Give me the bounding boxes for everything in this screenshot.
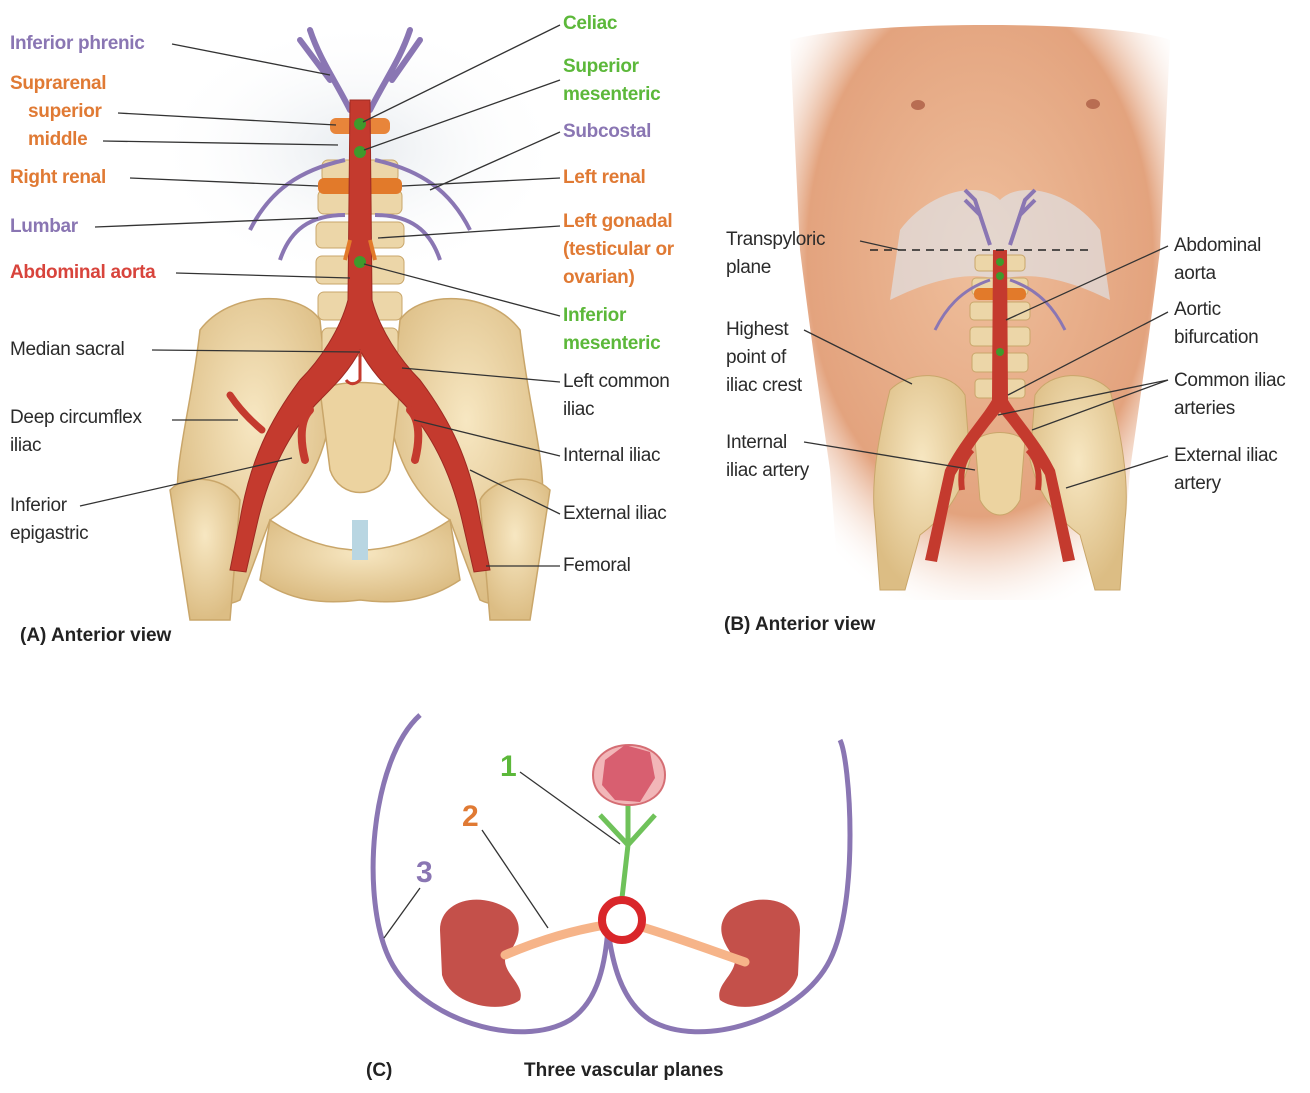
panel-b-illustration	[790, 25, 1170, 600]
sacrum-b	[975, 433, 1025, 516]
label-left-gonadal-2: (testicular or	[563, 238, 674, 262]
panel-a-illustration	[80, 25, 560, 620]
sma-b	[996, 272, 1004, 280]
panel-c-illustration	[373, 715, 850, 1032]
label-internal-iliac: Internal iliac	[563, 444, 660, 468]
label-left-gonadal-3: ovarian)	[563, 266, 635, 290]
label-superior-mesenteric-2: mesenteric	[563, 83, 660, 107]
label-left-gonadal-1: Left gonadal	[563, 210, 672, 234]
label-abdominal-aorta-b-1: Abdominal	[1174, 234, 1261, 258]
label-inferior-mesenteric-1: Inferior	[563, 304, 626, 328]
label-external-iliac-artery-2: artery	[1174, 472, 1221, 496]
label-transpyloric-1: Transpyloric	[726, 228, 825, 252]
label-left-common-iliac-2: iliac	[563, 398, 594, 422]
plane-number-3: 3	[416, 856, 433, 890]
label-transpyloric-2: plane	[726, 256, 771, 280]
caption-panel-a: (A) Anterior view	[20, 625, 171, 647]
label-internal-iliac-artery-1: Internal	[726, 431, 787, 455]
plane-number-2: 2	[462, 800, 479, 834]
label-subcostal: Subcostal	[563, 120, 651, 144]
label-suprarenal-middle: middle	[28, 128, 87, 152]
label-suprarenal: Suprarenal	[10, 72, 106, 96]
label-suprarenal-superior: superior	[28, 100, 102, 124]
plane-number-1: 1	[500, 750, 517, 784]
label-abdominal-aorta-b-2: aorta	[1174, 262, 1216, 286]
label-highest-2: point of	[726, 346, 786, 370]
label-abdominal-aorta: Abdominal aorta	[10, 261, 155, 285]
label-left-renal: Left renal	[563, 166, 646, 190]
mesentery-green	[600, 800, 655, 898]
label-internal-iliac-artery-2: iliac artery	[726, 459, 809, 483]
celiac-b	[996, 258, 1004, 266]
label-lumbar: Lumbar	[10, 215, 78, 239]
label-highest-1: Highest	[726, 318, 788, 342]
superior-mesenteric-artery	[354, 146, 366, 158]
label-deep-circumflex-2: iliac	[10, 434, 41, 458]
label-deep-circumflex-1: Deep circumflex	[10, 406, 142, 430]
label-celiac: Celiac	[563, 12, 617, 36]
label-inferior-phrenic: Inferior phrenic	[10, 32, 145, 56]
label-left-common-iliac-1: Left common	[563, 370, 670, 394]
label-aortic-bifurcation-2: bifurcation	[1174, 326, 1258, 350]
label-highest-3: iliac crest	[726, 374, 802, 398]
label-right-renal: Right renal	[10, 166, 106, 190]
label-superior-mesenteric-1: Superior	[563, 55, 639, 79]
aorta-ring	[602, 900, 642, 940]
label-external-iliac: External iliac	[563, 502, 667, 526]
label-external-iliac-artery-1: External iliac	[1174, 444, 1278, 468]
label-common-iliac-2: arteries	[1174, 397, 1235, 421]
nipple-left	[911, 100, 925, 110]
femur-right	[480, 479, 550, 620]
label-aortic-bifurcation-1: Aortic	[1174, 298, 1221, 322]
sacrum-bone	[320, 383, 400, 493]
nipple-right	[1086, 99, 1100, 109]
ima-b	[996, 348, 1004, 356]
label-femoral: Femoral	[563, 554, 631, 578]
label-inferior-epigastric-1: Inferior	[10, 494, 67, 518]
celiac-trunk	[354, 118, 366, 130]
caption-panel-c-letter: (C)	[366, 1060, 392, 1082]
femur-left	[170, 479, 240, 620]
caption-panel-b: (B) Anterior view	[724, 614, 875, 636]
caption-panel-c-title: Three vascular planes	[524, 1060, 724, 1082]
label-common-iliac-1: Common iliac	[1174, 369, 1286, 393]
renal-vessel-left	[505, 925, 605, 955]
label-inferior-mesenteric-2: mesenteric	[563, 332, 660, 356]
pubic-symphysis	[352, 520, 368, 560]
inferior-mesenteric-artery	[354, 256, 366, 268]
label-inferior-epigastric-2: epigastric	[10, 522, 88, 546]
label-median-sacral: Median sacral	[10, 338, 124, 362]
